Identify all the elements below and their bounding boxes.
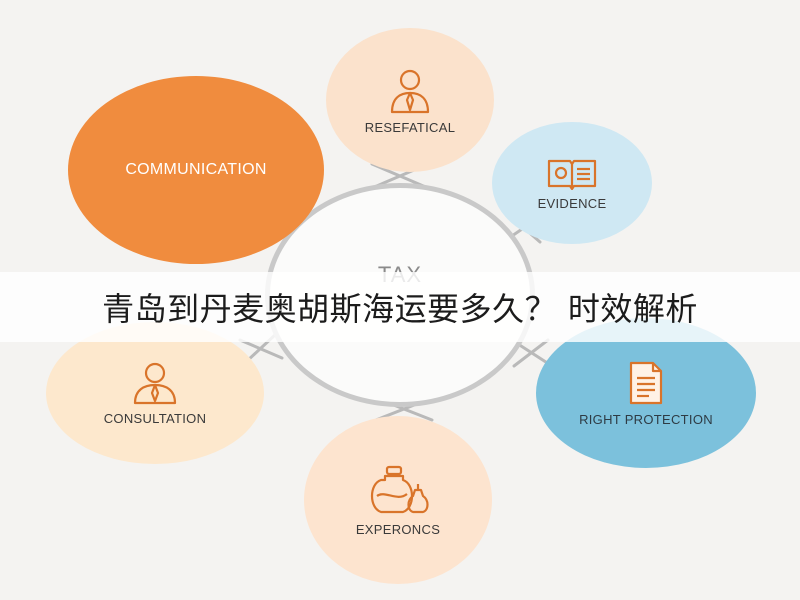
book-icon: [546, 156, 598, 190]
node-right-protection: RIGHT PROTECTION: [536, 318, 756, 468]
node-experoncs: EXPERONCS: [304, 416, 492, 584]
document-icon: [627, 360, 665, 406]
node-resefatical-label: RESEFATICAL: [364, 119, 456, 135]
node-consultation: CONSULTATION: [46, 322, 264, 464]
node-communication-label: COMMUNICATION: [125, 161, 267, 178]
person-icon: [388, 66, 432, 114]
title-banner: 青岛到丹麦奥胡斯海运要多久？ 时效解析: [0, 272, 800, 342]
node-resefatical: RESEFATICAL: [326, 28, 494, 172]
node-communication: COMMUNICATION: [68, 76, 324, 264]
node-experoncs-label: EXPERONCS: [355, 521, 441, 537]
person-icon: [130, 361, 180, 405]
node-right-protection-label: RIGHT PROTECTION: [579, 411, 713, 427]
node-evidence-label: EVIDENCE: [537, 195, 607, 211]
node-consultation-label: CONSULTATION: [103, 410, 207, 426]
banner-title: 青岛到丹麦奥胡斯海运要多久？ 时效解析: [102, 290, 698, 328]
node-evidence: EVIDENCE: [492, 122, 652, 244]
jar-icon: [363, 464, 433, 516]
